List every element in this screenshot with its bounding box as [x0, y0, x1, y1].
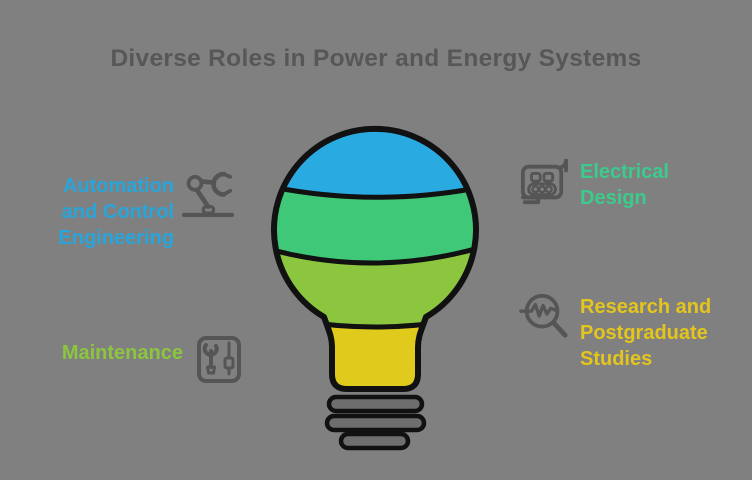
role-label-research: Research and Postgraduate Studies — [580, 296, 712, 370]
bulb-segments — [274, 128, 476, 389]
blueprint-icon — [520, 159, 568, 205]
role-label-maintenance: Maintenance — [61, 342, 183, 364]
role-label-automation: Automation and Control Engineering — [58, 175, 174, 249]
magnifier-chart-icon — [519, 293, 568, 338]
bulb-screw-threads — [324, 394, 427, 451]
page-title: Diverse Roles in Power and Energy System… — [110, 45, 642, 72]
tools-icon — [197, 336, 241, 383]
role-label-electrical: Electrical Design — [580, 161, 669, 209]
robot-arm-icon — [182, 171, 234, 218]
bulb-outline — [271, 125, 479, 392]
